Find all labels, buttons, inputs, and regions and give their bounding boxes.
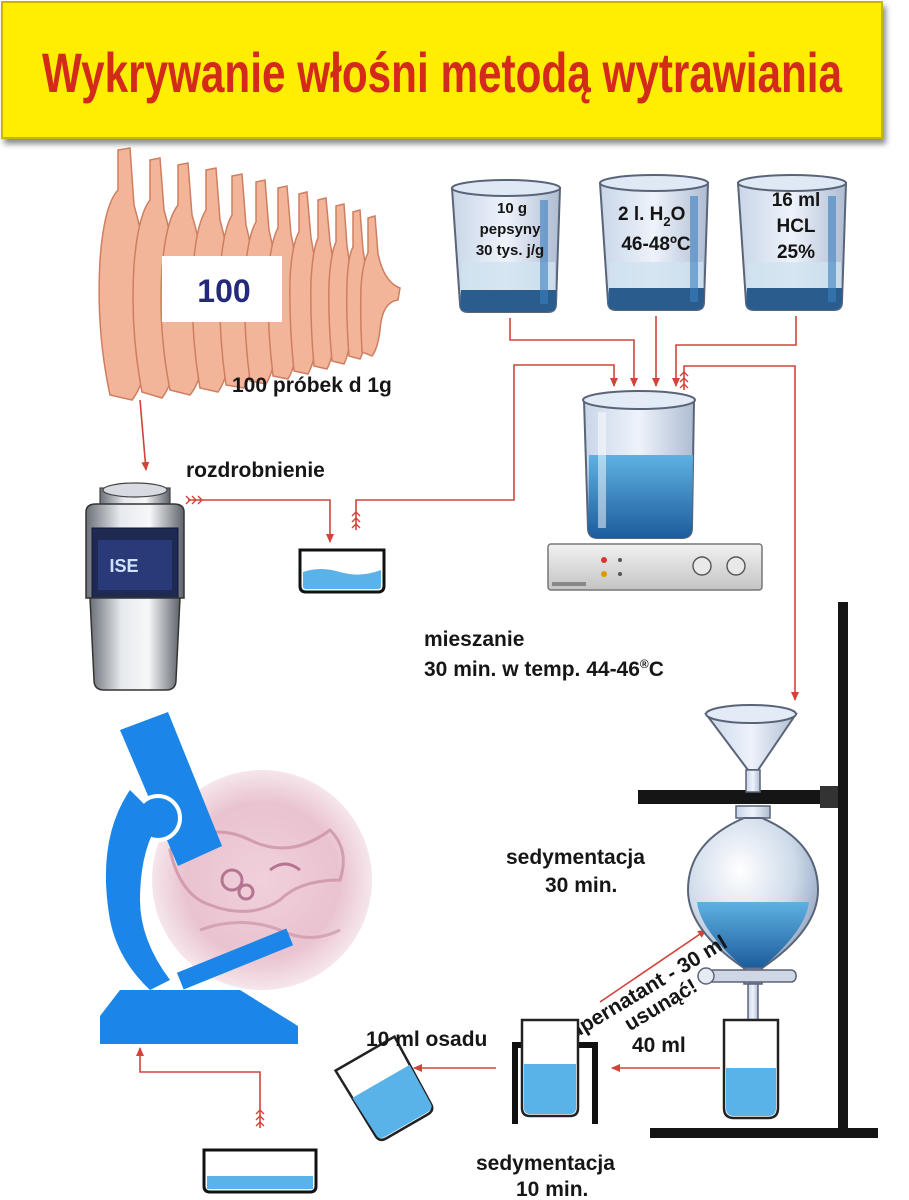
- mixing-unit-mark: ®: [640, 657, 649, 671]
- reagent-2-line2: 46-48ºC: [621, 234, 691, 255]
- sedimentation-10-label: sedymentacja: [476, 1152, 615, 1175]
- supernatant-label: supernatant - 30 ml: [554, 931, 731, 1050]
- flow-arrows: [136, 316, 799, 1128]
- carcass-count: 100: [197, 273, 250, 309]
- separatory-funnel: [686, 805, 820, 1029]
- sedimentation-30-label: sedymentacja: [506, 846, 645, 869]
- reagent-3-line2: HCL: [776, 216, 815, 237]
- petri-dish-sediment: [202, 1148, 318, 1194]
- arrow-hcl-to-mixer: [672, 316, 797, 387]
- pig-carcasses-illustration: 100: [98, 147, 401, 401]
- arrow-dish-to-microscope: [136, 1047, 261, 1128]
- collection-tube: [722, 1018, 780, 1120]
- reagent-beaker-pepsin: 10 g pepsyny 30 tys. j/g: [450, 179, 562, 313]
- arrow-meat-to-mixer: [513, 364, 618, 387]
- reagent-2-formula-subscript: 2: [663, 214, 670, 229]
- reagent-2-formula-start: 2 l. H: [618, 204, 663, 225]
- arrow-carcass-to-grinder: [139, 399, 150, 471]
- pouring-beaker: [333, 1034, 434, 1142]
- grinder-badge: ISE: [109, 556, 138, 576]
- reagent-3-line1: 16 ml: [772, 190, 821, 211]
- microscope-icon: [100, 712, 298, 1044]
- reagent-2-formula-end: O: [671, 204, 686, 225]
- stopcock-icon: [707, 969, 797, 983]
- funnel: [704, 704, 798, 793]
- reagent-1-line1: 10 g: [497, 200, 527, 217]
- arrow-pepsin-to-mixer: [509, 318, 638, 387]
- meat-grinder-illustration: ISE: [85, 482, 185, 691]
- stirrer-knob-icon: [726, 556, 746, 576]
- mixing-unit-letter: C: [649, 658, 664, 681]
- arrow-mixer-to-funnel: [683, 365, 799, 701]
- mixing-label: mieszanie: [424, 628, 524, 651]
- grinding-label: rozdrobnienie: [186, 459, 325, 482]
- reagent-beaker-hcl: 16 ml HCL 25%: [736, 174, 848, 311]
- magnetic-stirrer-hotplate: [547, 543, 763, 591]
- reagent-3-line3: 25%: [777, 242, 815, 263]
- retort-stand: [638, 602, 878, 1138]
- arrow-dish-to-mixer-line: [355, 366, 515, 530]
- samples-label: 100 próbek d 1g: [232, 374, 392, 397]
- mixing-conditions: 30 min. w temp. 44-46®C: [424, 657, 664, 681]
- page-title: Wykrywanie włośni metodą wytrawiania: [42, 41, 843, 104]
- sedimentation-10-time: 10 min.: [516, 1178, 588, 1200]
- stirrer-knob-icon: [692, 556, 712, 576]
- title-banner-bg: [1, 1, 883, 139]
- sediment-10-label: 10 ml osadu: [366, 1028, 487, 1051]
- volume-40-label: 40 ml: [632, 1034, 686, 1057]
- petri-dish-ground-meat: [298, 548, 386, 594]
- reagent-1-line3: 30 tys. j/g: [476, 242, 544, 259]
- reagent-2-line1: 2 l. H2O: [618, 204, 685, 229]
- chevron-marks: [185, 371, 689, 1127]
- sedimentation-beaker: [512, 1018, 598, 1124]
- carcass-count-box: [162, 256, 282, 322]
- sedimentation-30-time: 30 min.: [545, 874, 617, 897]
- mixing-beaker: [582, 390, 696, 539]
- arrow-supernatant-out: [599, 929, 707, 1003]
- reagent-beaker-water: 2 l. H2O 46-48ºC: [598, 174, 710, 311]
- reagent-1-line2: pepsyny: [480, 221, 542, 238]
- title-banner: Wykrywanie włośni metodą wytrawiania: [1, 1, 883, 139]
- arrow-grinder-to-dish: [188, 499, 334, 543]
- mixing-time-temp: 30 min. w temp. 44-46: [424, 658, 640, 681]
